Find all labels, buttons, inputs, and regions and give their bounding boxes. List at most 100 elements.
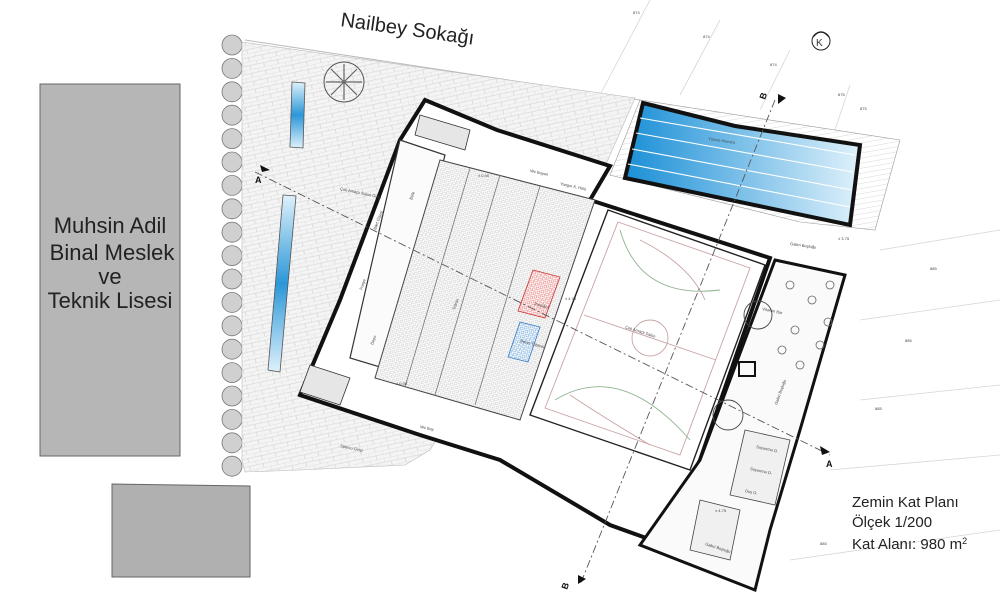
plan-area-unit-exponent: 2	[962, 536, 967, 546]
cafe-table	[823, 317, 833, 327]
tribune-aisles	[404, 167, 541, 406]
level-mark: ± 3.75	[838, 236, 850, 241]
room-label-depo: Depo	[369, 334, 377, 345]
plan-title: Zemin Kat Planı	[852, 494, 959, 511]
room-label-yangin: Yangın K. Holü	[560, 181, 587, 191]
street-name: Nailbey Sokağı	[339, 9, 475, 50]
contour-label: 885	[930, 266, 937, 271]
cafe-tables	[777, 280, 835, 370]
cafe-table	[795, 360, 805, 370]
level-mark: ± 4.75	[565, 296, 577, 301]
school-name: Muhsin Adil Binal Meslek ve Teknik Lises…	[48, 213, 176, 313]
press-seating	[507, 321, 541, 363]
school-name-line: Binal Meslek	[50, 240, 176, 265]
plan-area: Kat Alanı: 980 m2	[852, 536, 967, 553]
room-label-dus: Duş O.	[745, 488, 758, 495]
locker-rooms	[689, 429, 791, 561]
plaza-tree	[323, 61, 365, 103]
room-label-vitamin-bar: Vitamin Bar	[762, 306, 784, 315]
section-label-b-bottom: B	[559, 581, 571, 591]
room-label-fuaye: Fuaye	[358, 277, 367, 290]
room-label-wc-bottom: Wc Bay	[420, 424, 435, 432]
contour-label: 885	[875, 406, 882, 411]
reflecting-pool	[267, 194, 297, 373]
contour-label: 875	[860, 106, 867, 111]
section-label-a-left: A	[255, 175, 262, 185]
contour-label: 874	[633, 10, 640, 15]
room-label-pool: Yüzme Havuzu	[708, 136, 736, 145]
room-label-entrance-sport: Sporcu Girişi	[340, 443, 364, 453]
section-lines	[254, 99, 831, 586]
tree-symbol	[221, 221, 243, 243]
tree-symbol	[221, 128, 243, 150]
room-label-tribun: Tribün	[451, 298, 460, 310]
cafe-table	[777, 345, 787, 355]
room-labels: Yüzme Havuzu Galeri Boşluğu Galeri Boşlu…	[340, 136, 817, 554]
tree-symbol	[221, 455, 243, 477]
room-label-basin: Basın Tribünü	[520, 338, 545, 349]
tree-symbol	[221, 362, 243, 384]
reflecting-pool	[289, 81, 306, 149]
school-name-line: Muhsin Adil	[54, 213, 167, 238]
level-mark: ± 0.00	[396, 381, 408, 386]
north-arrow: K	[811, 31, 831, 51]
sports-court	[529, 209, 766, 471]
tree-symbol	[221, 268, 243, 290]
plan-scale: Ölçek 1/200	[852, 513, 932, 531]
contour-label: 874	[703, 34, 710, 39]
tree-symbol	[221, 104, 243, 126]
contour-label: 875	[838, 92, 845, 97]
tree-symbol	[221, 291, 243, 313]
tree-symbol	[221, 198, 243, 220]
contour-label: 885	[905, 338, 912, 343]
bar-counter	[743, 300, 773, 330]
room-label-galeri-top: Galeri Boşluğu	[790, 241, 817, 250]
room-label-protokol: Protokol	[534, 301, 550, 310]
neighbor-school-block	[39, 83, 181, 457]
room-label-soyunma-1: Soyunma O.	[756, 444, 779, 454]
tree-symbol	[221, 385, 243, 407]
plan-area-value: Kat Alanı: 980 m	[852, 536, 962, 553]
spiral-stair	[712, 399, 744, 431]
level-mark: ± 0.00	[478, 173, 490, 178]
tree-symbol	[221, 338, 243, 360]
cafe-table	[790, 325, 800, 335]
tree-symbol	[221, 81, 243, 103]
tree-symbol	[221, 245, 243, 267]
tree-symbol	[221, 58, 243, 79]
neighbor-building	[111, 483, 251, 578]
contour-labels: 874 874 874 875 875 885 885 885 885	[633, 10, 937, 546]
north-label: K	[816, 38, 823, 49]
section-markers: A A B B	[255, 91, 833, 591]
tree-symbol	[221, 432, 243, 454]
cafe-table	[825, 280, 835, 290]
tree-symbol	[221, 408, 243, 430]
stairs	[299, 114, 471, 406]
tree-symbol	[221, 174, 243, 196]
room-label-wc-top: Wc Bayan	[530, 168, 549, 177]
tree-symbol	[221, 151, 243, 173]
contour-label: 885	[820, 541, 827, 546]
tree-row	[221, 34, 243, 477]
cafe-table	[815, 340, 825, 350]
section-label-b-top: B	[757, 91, 769, 101]
cafe-table	[807, 295, 817, 305]
cafe-table	[785, 280, 795, 290]
room-label-bilet: Bilet Gişesi	[372, 210, 384, 231]
elevator	[738, 361, 756, 377]
contour-label: 874	[770, 62, 777, 67]
school-name-line: Teknik Lisesi	[48, 288, 173, 313]
tree-symbol	[221, 34, 243, 56]
level-marks: ± 0.00 ± 0.00 ± 4.75 ± 3.75 ± 4.75	[396, 173, 850, 513]
tribune-seating	[374, 159, 596, 421]
section-label-a-right: A	[826, 459, 833, 469]
protocol-seating	[517, 269, 561, 319]
room-label-bufe: Büfe	[408, 190, 416, 200]
school-name-line: ve	[98, 264, 121, 289]
tree-symbol	[221, 315, 243, 337]
locker-wing	[637, 258, 847, 593]
level-mark: ± 4.75	[715, 508, 727, 513]
contour-lines	[599, 0, 1000, 561]
plan-title-block: Zemin Kat Planı Ölçek 1/200 Kat Alanı: 9…	[852, 494, 967, 553]
